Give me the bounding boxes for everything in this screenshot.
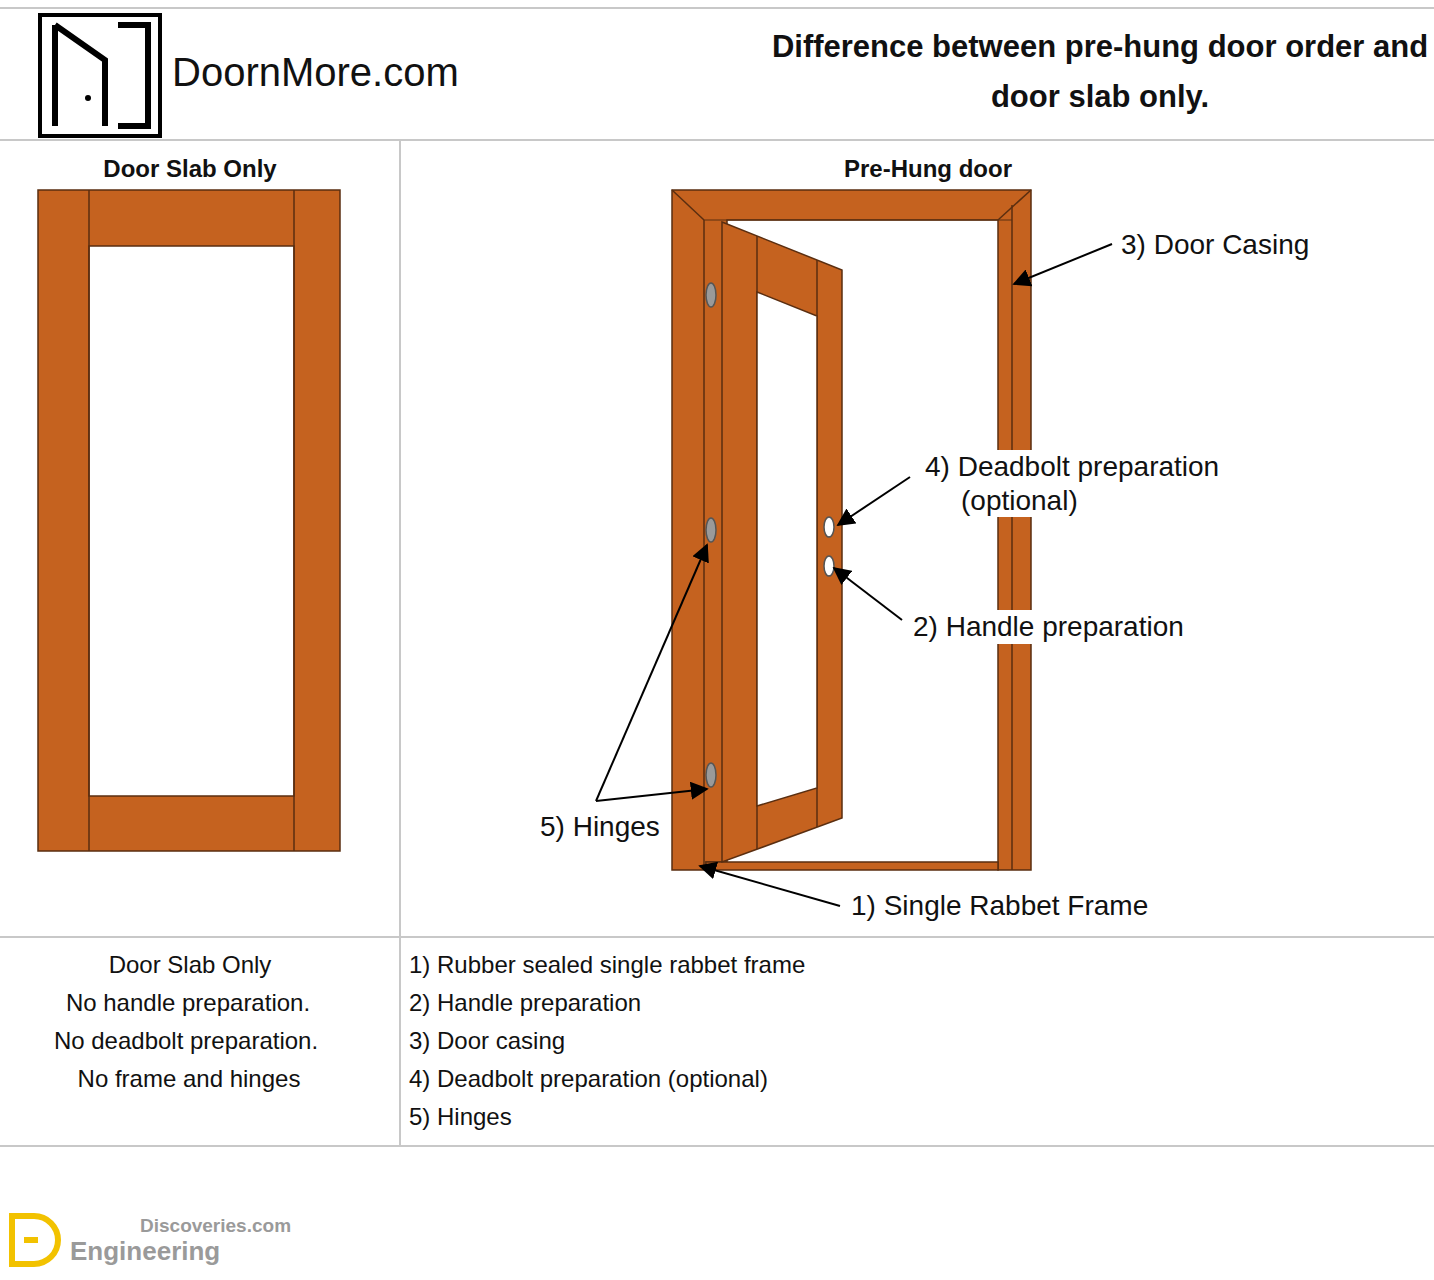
watermark-icon [12,1216,58,1264]
table-cell: Door Slab Only [109,951,272,980]
table-cell: No deadbolt preparation. [54,1027,318,1056]
panel-heading: Door Slab Only [103,155,276,184]
leader-line [596,244,1112,906]
callout-label: 5) Hinges [540,810,660,844]
table-cell: 5) Hinges [409,1103,512,1132]
callout-label: 2) Handle preparation [910,610,1187,644]
table-cell: No handle preparation. [66,989,310,1018]
table-cell: 1) Rubber sealed single rabbet frame [409,951,805,980]
door-slab [38,190,340,851]
logo-icon [40,15,160,136]
watermark: Discoveries.com [140,1215,291,1238]
watermark: Engineering [70,1236,220,1267]
table-cell: No frame and hinges [78,1065,301,1094]
callout-label: 4) Deadbolt preparation (optional) [925,450,1309,517]
callout-label: 3) Door Casing [1118,228,1312,262]
pre-hung-door [672,190,1031,870]
panel-heading: Pre-Hung door [844,155,1012,184]
site-name: DoornMore.com [172,48,459,96]
table-cell: 4) Deadbolt preparation (optional) [409,1065,768,1094]
table-cell: 2) Handle preparation [409,989,641,1018]
title: Difference between pre-hung door order a… [770,22,1430,121]
table-cell: 3) Door casing [409,1027,565,1056]
callout-label: 1) Single Rabbet Frame [851,889,1148,923]
table-rule [0,8,1434,1146]
